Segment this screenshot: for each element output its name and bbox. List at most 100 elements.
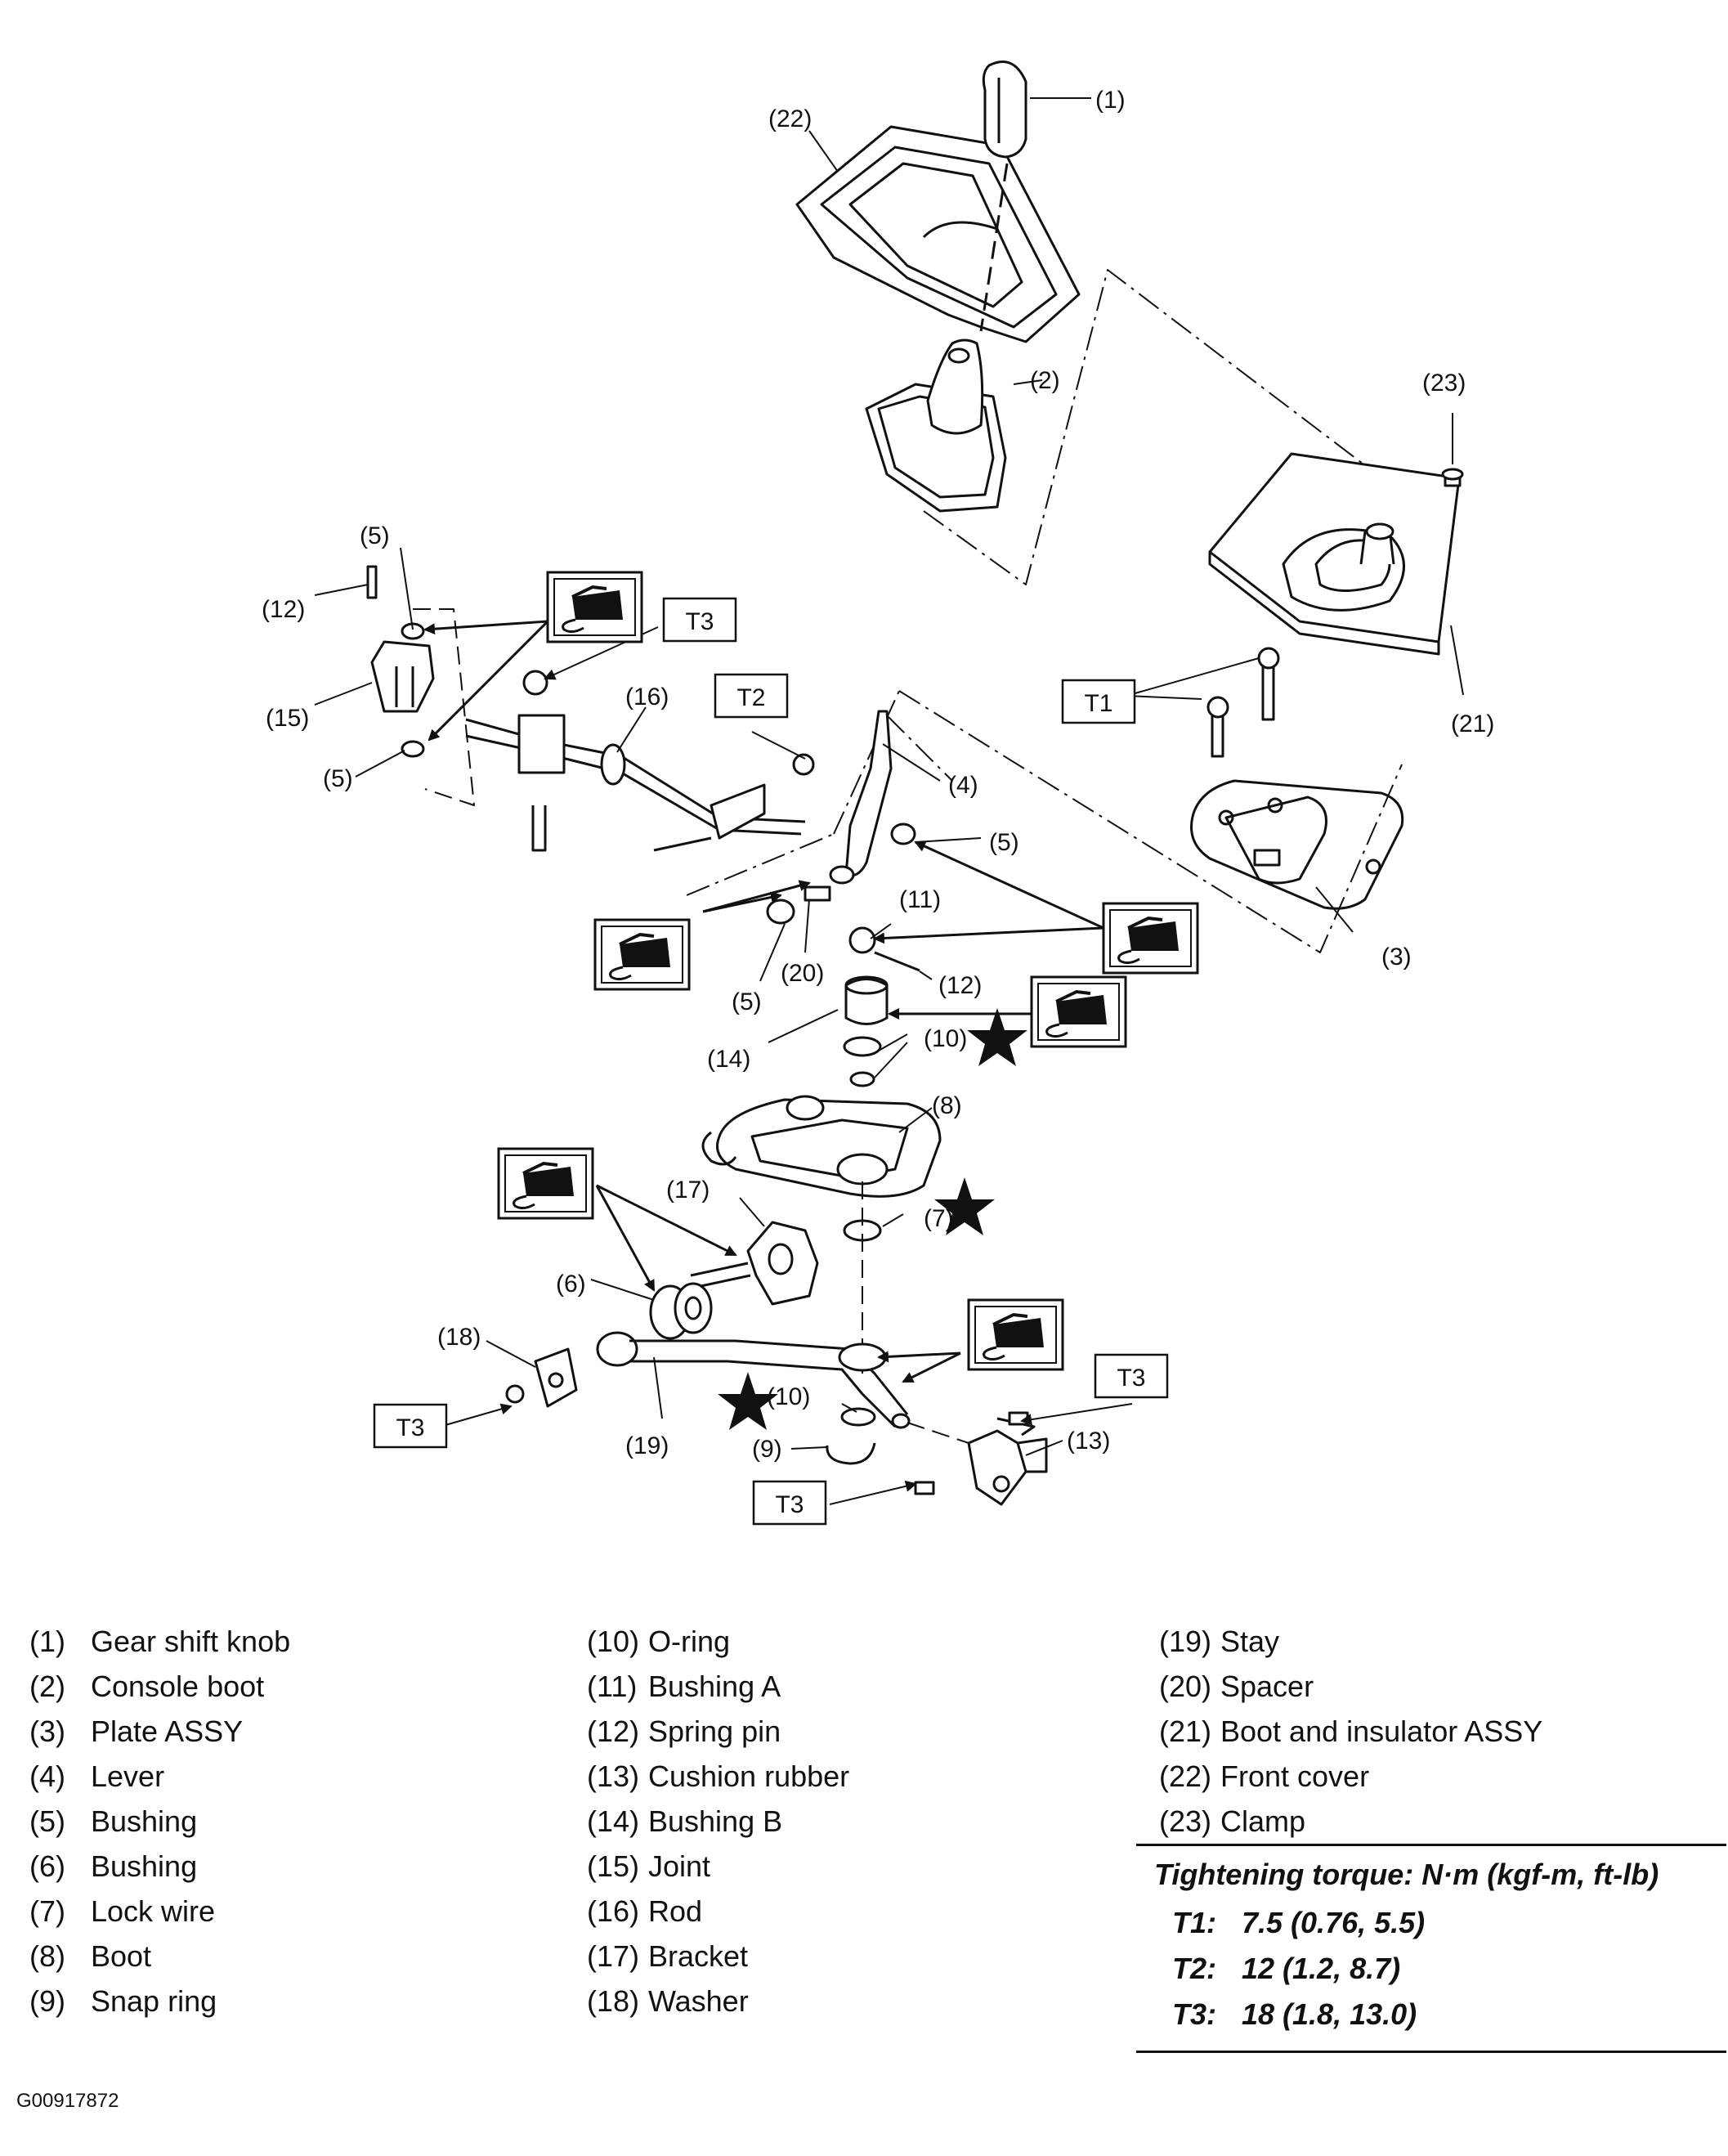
torque-specification-table: Tightening torque: N·m (kgf-m, ft-lb) T1…	[1136, 1844, 1726, 2053]
callout-17: (17)	[666, 1177, 710, 1204]
legend-item: (14)Bushing B	[587, 1804, 783, 1838]
grease-icon	[593, 918, 691, 991]
legend-item: (2)Console boot	[29, 1669, 265, 1703]
clamp-part	[1441, 413, 1464, 487]
legend-column-2: (10)O-ring (11)Bushing A (12)Spring pin …	[587, 1619, 849, 2024]
o-ring-part	[843, 1036, 882, 1087]
bushing-a-part	[848, 926, 920, 972]
callout-19: (19)	[625, 1432, 669, 1459]
callout-9: (9)	[752, 1436, 782, 1463]
callout-21: (21)	[1451, 710, 1494, 737]
legend-item: (1)Gear shift knob	[29, 1624, 291, 1658]
legend-item: (5)Bushing	[29, 1804, 198, 1838]
legend-item: (12)Spring pin	[587, 1714, 781, 1748]
lever-part	[829, 710, 916, 885]
legend-item: (20)Spacer	[1159, 1669, 1314, 1703]
bushing-b-part	[844, 975, 889, 1025]
legend-item: (13)Cushion rubber	[587, 1759, 850, 1793]
stay-part	[596, 1331, 1006, 1456]
legend-column-1: (1)Gear shift knob (2)Console boot (3)Pl…	[29, 1619, 290, 2024]
legend-item: (4)Lever	[29, 1759, 165, 1793]
callout-16: (16)	[625, 684, 669, 710]
callout-5: (5)	[989, 829, 1019, 856]
torque-row: T2:12 (1.2, 8.7)	[1172, 1952, 1401, 1985]
star-icon	[967, 1008, 1027, 1066]
callout-7: (7)	[924, 1205, 954, 1232]
legend-item: (6)Bushing	[29, 1849, 198, 1883]
torque-row: T3:18 (1.8, 13.0)	[1172, 1997, 1417, 2031]
assembly-guide-line	[923, 269, 1431, 585]
callout-20: (20)	[781, 960, 824, 987]
legend-item: (17)Bracket	[587, 1939, 749, 1973]
callout-5: (5)	[732, 988, 762, 1015]
joint-part	[366, 565, 475, 806]
legend-item: (19)Stay	[1159, 1624, 1280, 1658]
callout-5: (5)	[323, 765, 353, 792]
callout-15: (15)	[266, 705, 309, 732]
torque-tag-t3: T3	[1117, 1365, 1145, 1392]
torque-row: T1:7.5 (0.76, 5.5)	[1172, 1906, 1426, 1939]
callout-10: (10)	[767, 1383, 810, 1410]
plate-assy-part	[1190, 779, 1404, 910]
grease-icon	[1102, 902, 1199, 975]
exploded-parts-diagram: T3 T2 T1 T3 T3 T3 (22) (1) (2) (23) (21)…	[262, 61, 1494, 1526]
grease-icon	[1030, 975, 1127, 1048]
snap-ring-part	[826, 1442, 876, 1465]
rod-part	[465, 670, 815, 852]
legend-item: (23)Clamp	[1159, 1804, 1306, 1838]
boot-insulator-assy-part	[1208, 452, 1461, 656]
legend-item: (21)Boot and insulator ASSY	[1159, 1714, 1543, 1748]
legend-item: (16)Rod	[587, 1894, 703, 1928]
callout-6: (6)	[556, 1271, 586, 1298]
star-icon	[718, 1372, 778, 1430]
front-cover-part	[795, 125, 1081, 343]
star-icon	[934, 1177, 995, 1235]
torque-tag-t1: T1	[1084, 690, 1112, 717]
callout-14: (14)	[707, 1046, 750, 1073]
legend-item: (7)Lock wire	[29, 1894, 216, 1928]
legend-item: (11)Bushing A	[587, 1669, 781, 1703]
o-ring-part	[840, 1407, 876, 1427]
spacer-part	[766, 885, 831, 925]
legend-item: (18)Washer	[587, 1983, 749, 2018]
torque-tag-t2: T2	[736, 684, 765, 711]
callout-2: (2)	[1030, 367, 1060, 394]
callout-3: (3)	[1381, 944, 1412, 970]
callout-13: (13)	[1067, 1428, 1110, 1455]
figure-id: G00917872	[16, 2090, 119, 2112]
callout-12: (12)	[938, 972, 982, 999]
callout-1: (1)	[1095, 87, 1126, 114]
torque-tag-t3: T3	[685, 608, 714, 635]
callout-8: (8)	[932, 1092, 962, 1119]
legend-item: (10)O-ring	[587, 1624, 731, 1658]
callout-23: (23)	[1422, 370, 1466, 397]
legend-column-3: (19)Stay (20)Spacer (21)Boot and insulat…	[1159, 1619, 1542, 1844]
grease-icon	[967, 1298, 1064, 1371]
legend-item: (15)Joint	[587, 1849, 711, 1883]
lock-wire-part	[843, 1219, 882, 1242]
cushion-rubber-part	[914, 1411, 1048, 1506]
washer-part	[505, 1347, 578, 1408]
grease-icon	[497, 1147, 594, 1220]
callout-18: (18)	[437, 1324, 481, 1351]
legend-item: (22)Front cover	[1159, 1759, 1370, 1793]
legend-item: (8)Boot	[29, 1939, 152, 1973]
grease-icon	[546, 571, 643, 643]
callout-10: (10)	[924, 1025, 967, 1052]
legend-item: (3)Plate ASSY	[29, 1714, 244, 1748]
callout-22: (22)	[768, 105, 812, 132]
boot-part	[701, 1095, 942, 1374]
screw-part	[1206, 647, 1280, 758]
bracket-part	[690, 1221, 819, 1306]
callout-12: (12)	[262, 596, 305, 623]
legend-item: (9)Snap ring	[29, 1983, 217, 2018]
torque-tag-t3: T3	[396, 1414, 424, 1441]
callout-4: (4)	[948, 772, 978, 799]
console-boot-part	[865, 338, 1007, 513]
bushing-part	[649, 1282, 713, 1340]
callout-5: (5)	[360, 522, 390, 549]
torque-tag-t3: T3	[775, 1491, 804, 1518]
torque-title: Tightening torque: N·m (kgf-m, ft-lb)	[1154, 1858, 1659, 1891]
callout-11: (11)	[899, 886, 941, 913]
gear-shift-knob-part	[979, 61, 1027, 332]
